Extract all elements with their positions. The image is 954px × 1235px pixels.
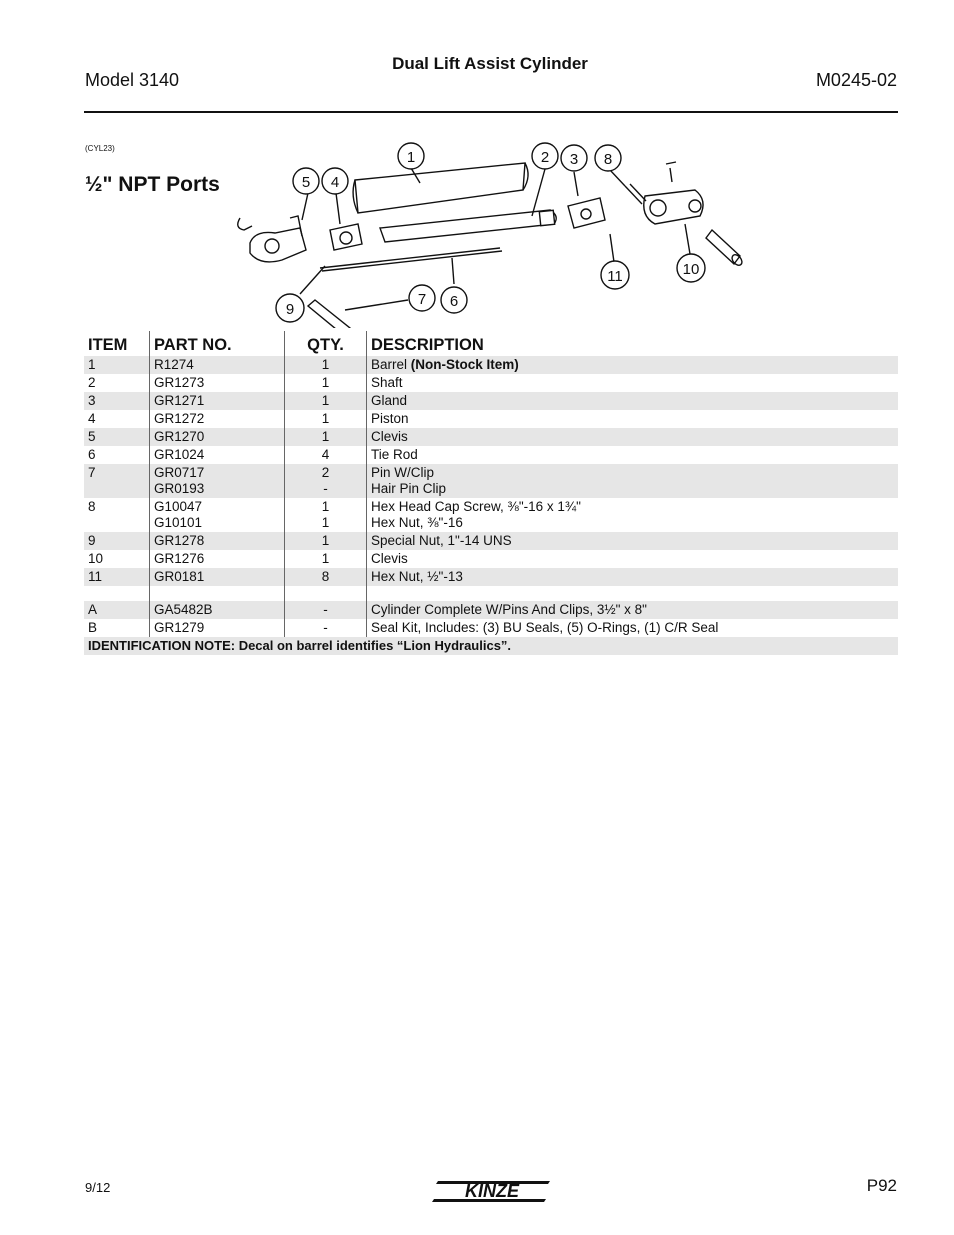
table-row: 10 GR1276 1 Clevis (84, 550, 898, 568)
table-row: 9 GR1278 1 Special Nut, 1"-14 UNS (84, 532, 898, 550)
callout-4: 4 (321, 167, 349, 195)
svg-text:1: 1 (407, 149, 415, 166)
svg-text:6: 6 (450, 293, 458, 310)
exploded-cylinder-diagram: 1 2 3 8 5 4 11 10 9 7 6 (237, 142, 743, 328)
manual-number: M0245-02 (815, 70, 897, 90)
svg-text:10: 10 (683, 261, 700, 278)
callout-8: 8 (594, 144, 622, 172)
col-header-item: ITEM (88, 336, 128, 354)
svg-text:5: 5 (302, 174, 310, 191)
callout-7: 7 (408, 284, 436, 312)
identification-note: IDENTIFICATION NOTE: Decal on barrel ide… (84, 637, 898, 655)
page-number: P92 (866, 1176, 897, 1195)
callout-5: 5 (292, 167, 320, 195)
col-header-qty: QTY. (284, 331, 367, 356)
revision-date: 9/12 (85, 1180, 111, 1195)
table-row: 2 GR1273 1 Shaft (84, 374, 898, 392)
svg-text:2: 2 (541, 149, 549, 166)
table-header-row: ITEM PART NO. QTY. DESCRIPTION (84, 331, 898, 356)
model-label: Model 3140 (85, 70, 180, 90)
callout-1: 1 (397, 142, 425, 170)
table-spacer-row (84, 586, 898, 601)
identification-note-row: IDENTIFICATION NOTE: Decal on barrel ide… (84, 637, 898, 655)
col-header-part: PART NO. (149, 331, 285, 356)
svg-text:8: 8 (604, 151, 612, 168)
table-row: A GA5482B - Cylinder Complete W/Pins And… (84, 601, 898, 619)
kinze-logo: KINZE (432, 1181, 550, 1202)
col-header-desc: DESCRIPTION (366, 331, 898, 356)
svg-text:3: 3 (570, 151, 578, 168)
table-row: 5 GR1270 1 Clevis (84, 428, 898, 446)
figure-title: ½" NPT Ports (85, 173, 220, 196)
svg-text:KINZE: KINZE (465, 1181, 520, 1201)
callout-11: 11 (600, 260, 630, 290)
callout-3: 3 (560, 144, 588, 172)
header-rule (84, 111, 898, 113)
callout-9: 9 (275, 293, 305, 323)
parts-table: ITEM PART NO. QTY. DESCRIPTION 1 R1274 1… (84, 331, 898, 655)
table-row: 3 GR1271 1 Gland (84, 392, 898, 410)
document-title: Dual Lift Assist Cylinder (392, 54, 588, 73)
table-row: 11 GR0181 8 Hex Nut, ½"-13 (84, 568, 898, 586)
table-row: 6 GR1024 4 Tie Rod (84, 446, 898, 464)
table-row: B GR1279 - Seal Kit, Includes: (3) BU Se… (84, 619, 898, 637)
table-row: 1 R1274 1 Barrel (Non-Stock Item) (84, 356, 898, 374)
svg-text:7: 7 (418, 291, 426, 308)
svg-text:4: 4 (331, 174, 339, 191)
table-row: 4 GR1272 1 Piston (84, 410, 898, 428)
figure-reference: (CYL23) (85, 144, 115, 153)
callout-6: 6 (440, 286, 468, 314)
callout-2: 2 (531, 142, 559, 170)
callout-10: 10 (676, 253, 706, 283)
svg-text:11: 11 (607, 268, 623, 285)
svg-text:9: 9 (286, 301, 294, 318)
